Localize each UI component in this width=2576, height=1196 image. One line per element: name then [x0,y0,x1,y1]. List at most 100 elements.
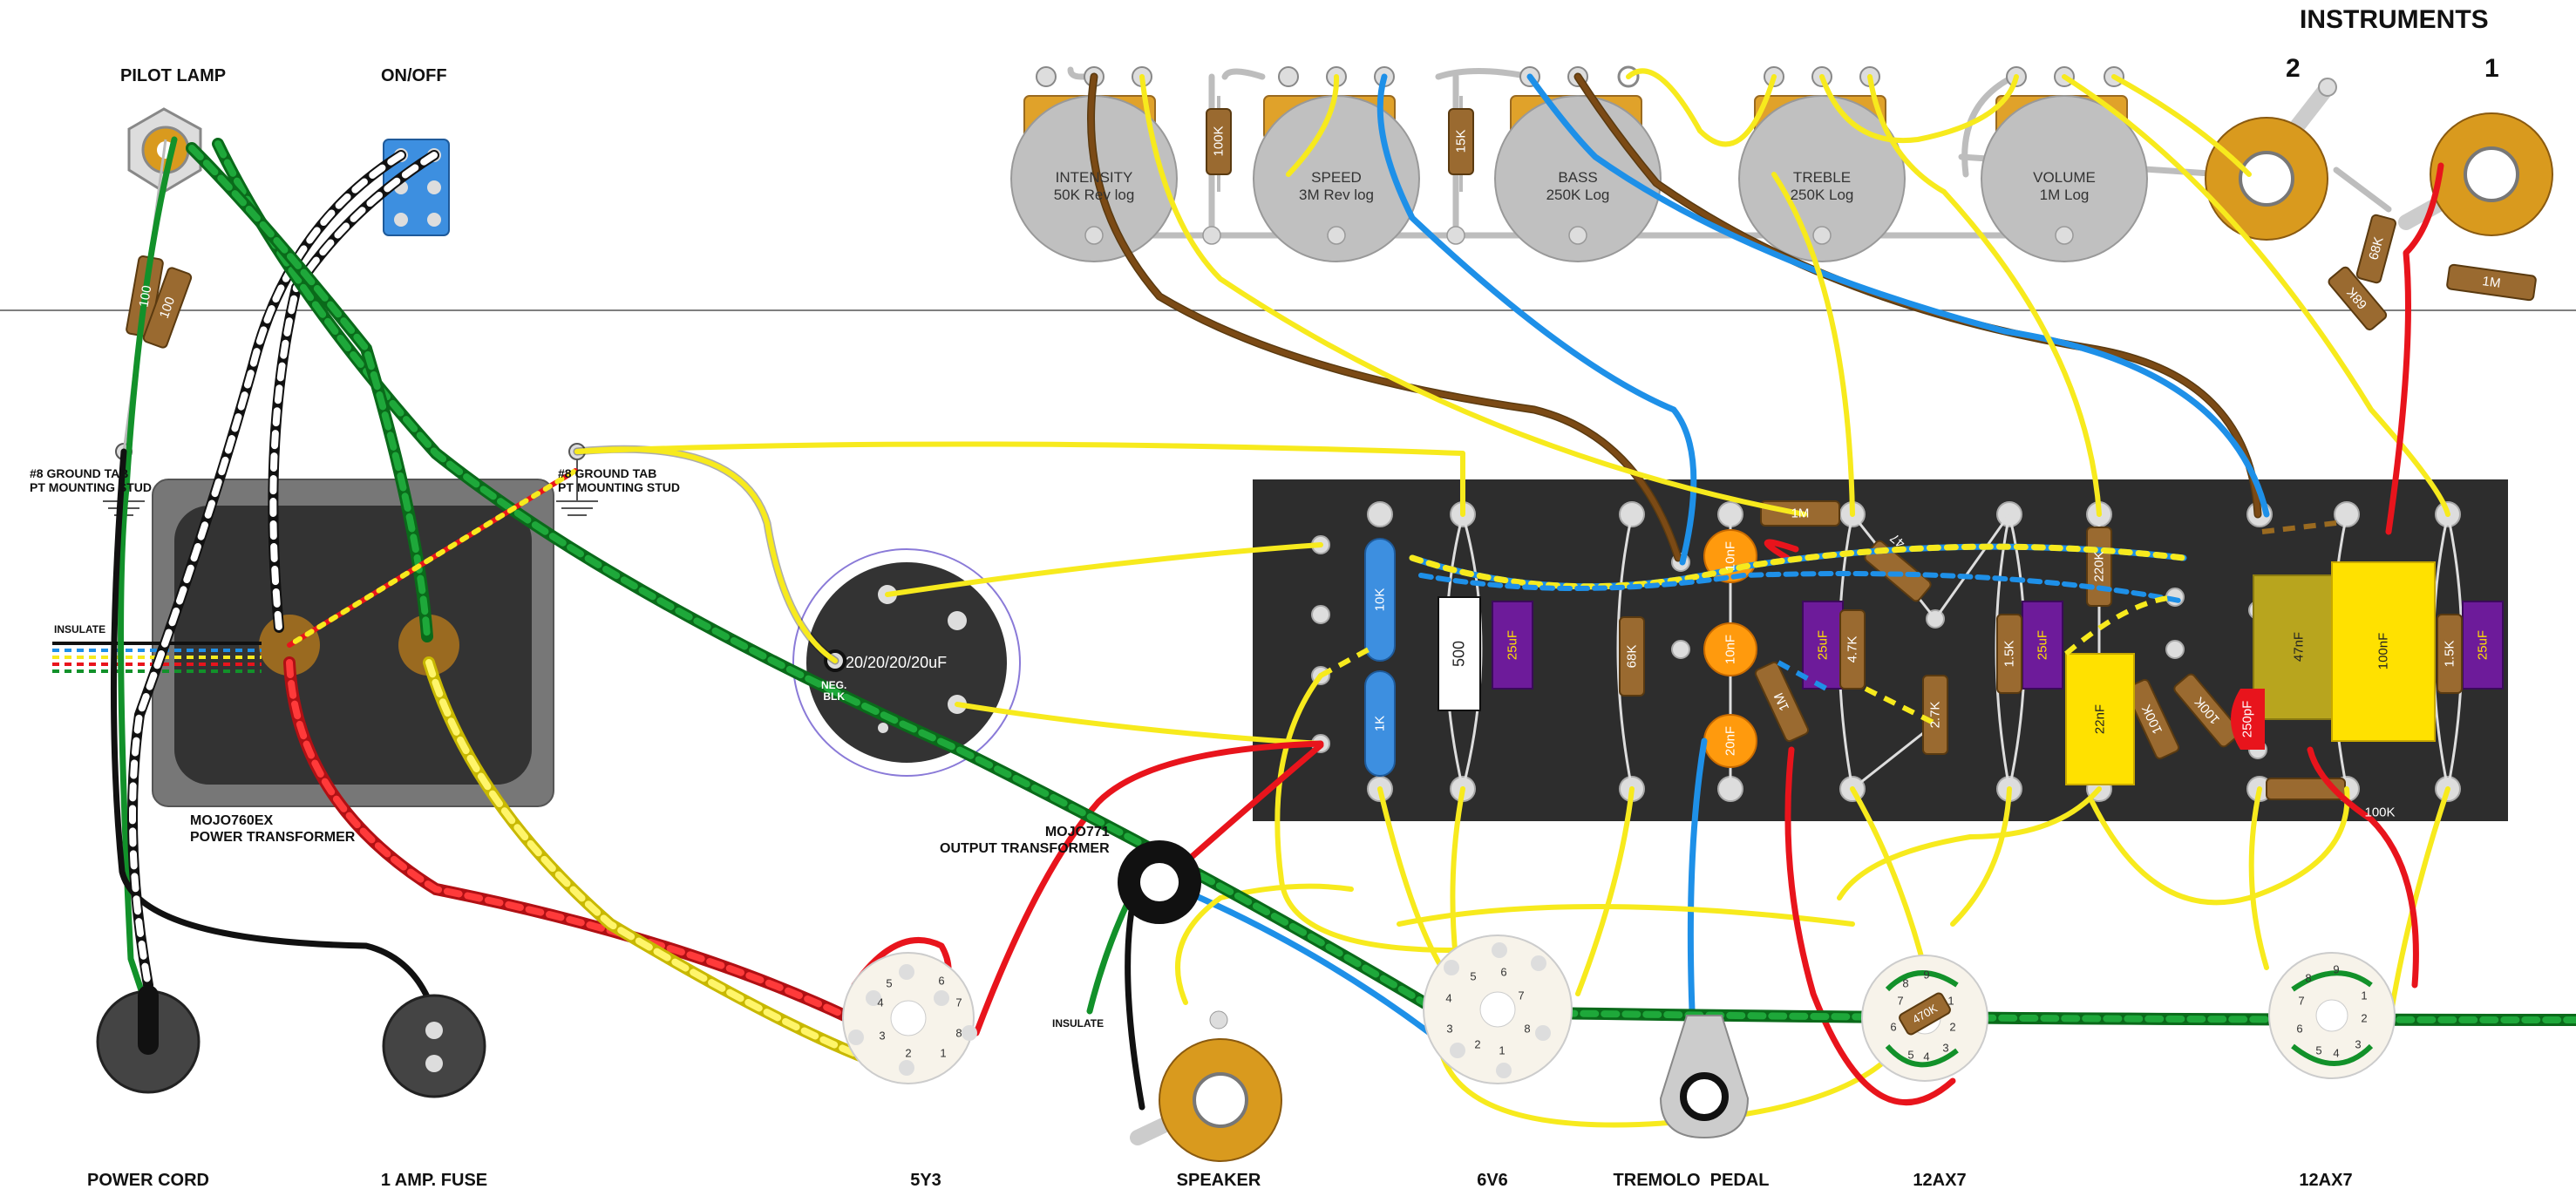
socket-6v6 [1423,934,1573,1084]
value-b-25uf-3: 25uF [2035,629,2050,661]
value-b-10k: 10K [1372,588,1388,612]
tremolo-pedal-label: TREMOLO PEDAL [1613,1171,1770,1190]
value-b-1m-top: 1M [1791,506,1810,521]
input-jack-1[interactable] [2398,112,2553,236]
value-pot-100k: 100K [1211,126,1227,157]
pin-12ax7a-1: 1 [1947,994,1954,1008]
input-2-label: 2 [2286,54,2301,83]
on-off-label: ON/OFF [381,66,447,85]
value-b-47k: 4.7K [1845,635,1860,663]
tube-12ax7-b-label: 12AX7 [2299,1171,2353,1190]
resistor-100k-pot [1206,96,1232,192]
pin-5y3-1: 1 [940,1046,947,1060]
insulate-ot-label: INSULATE [1052,1017,1104,1030]
pin-12ax7b-3: 3 [2355,1037,2362,1051]
tremolo-pedal-jack[interactable] [1659,1015,1750,1139]
value-b-15k-a: 1.5K [2002,640,2017,668]
power-cord-label: POWER CORD [87,1171,209,1190]
pot-volume-name: VOLUME [2033,169,2096,186]
resistor-15k-pot [1448,96,1474,192]
tube-6v6-label: 6V6 [1477,1171,1508,1190]
pin-5y3-3: 3 [879,1029,886,1043]
pin-12ax7b-9: 9 [2333,962,2340,976]
value-b-250pf: 250pF [2240,700,2255,738]
insulate-left-label: INSULATE [54,623,106,635]
value-b-10nf-1: 10nF [1723,540,1738,572]
pin-12ax7a-8: 8 [1902,976,1909,990]
value-b-25uf-4: 25uF [2475,629,2491,661]
pin-5y3-5: 5 [886,976,893,990]
pot-treble[interactable] [1738,66,1906,262]
pin-12ax7a-3: 3 [1942,1041,1949,1055]
ground-tab-right-label: #8 GROUND TAB PT MOUNTING STUD [558,466,680,494]
value-b-25uf-1: 25uF [1505,629,1520,661]
pin-12ax7b-1: 1 [2361,989,2368,1002]
fuse-holder [382,994,486,1098]
pin-6v6-3: 3 [1446,1022,1453,1036]
pin-12ax7b-4: 4 [2333,1046,2340,1060]
socket-5y3 [842,952,977,1084]
input-1-label: 1 [2484,54,2499,83]
wires [110,68,2450,1128]
value-b-15k-b: 1.5K [2442,640,2457,668]
pin-6v6-7: 7 [1518,989,1525,1002]
value-b-100k-c: 100K [2364,805,2396,820]
value-b-22nf: 22nF [2092,703,2108,735]
tube-socket-wires [1885,970,2374,1068]
pot-bass-name: BASS [1558,169,1598,186]
pin-12ax7a-7: 7 [1897,994,1904,1008]
pot-intensity-name: INTENSITY [1055,169,1133,186]
input-jack-2[interactable] [2205,78,2337,241]
pilot-lamp-label: PILOT LAMP [120,66,227,85]
pin-12ax7a-5: 5 [1907,1048,1914,1062]
pot-bus-wiring [1043,66,2392,239]
board-caps-purple [1492,601,2504,690]
pot-speed-name: SPEED [1311,169,1362,186]
pin-5y3-8: 8 [955,1026,962,1040]
pin-12ax7b-6: 6 [2296,1022,2303,1036]
pin-6v6-5: 5 [1470,969,1477,983]
input-resistors [2328,214,2537,331]
board-resistors-blue [1364,538,1396,777]
power-transformer-label: MOJO760EX POWER TRANSFORMER [190,813,356,845]
pin-6v6-2: 2 [1474,1037,1481,1051]
value-b-100nf: 100nF [2375,632,2391,670]
value-b-500: 500 [1450,640,1468,668]
pin-5y3-2: 2 [905,1046,912,1060]
pin-12ax7a-6: 6 [1890,1020,1897,1034]
value-b-1k: 1K [1372,715,1388,732]
pin-6v6-1: 1 [1499,1043,1505,1057]
pin-12ax7a-2: 2 [1949,1020,1956,1034]
value-b-220k: 220K [2091,551,2107,582]
tube-12ax7-a-label: 12AX7 [1913,1171,1967,1190]
tube-5y3-label: 5Y3 [910,1171,941,1190]
on-off-switch[interactable] [383,139,450,236]
pot-bass-value: 250K Log [1546,187,1610,203]
output-transformer [1118,840,1201,924]
power-cord [96,985,201,1094]
board-caps-orange [1703,529,1757,768]
output-transformer-label: MOJO771 OUTPUT TRANSFORMER [940,825,1110,856]
ground-tab-left-label: #8 GROUND TAB PT MOUNTING STUD [30,466,152,494]
pot-treble-name: TREBLE [1792,169,1852,186]
value-b-68k: 68K [1624,644,1640,669]
value-b-10nf-2: 10nF [1723,634,1738,665]
lamp-resistors [126,255,193,349]
pin-5y3-6: 6 [938,974,945,988]
resistor-470k-valve [1899,992,1951,1036]
filter-cap-label: 20/20/20/20uF [846,654,948,671]
value-b-25uf-2: 25uF [1815,629,1831,661]
dashed-wires [1319,520,2337,726]
pin-6v6-6: 6 [1500,965,1507,979]
value-pot-15k: 15K [1453,129,1469,153]
instruments-title: INSTRUMENTS [2300,5,2489,34]
pin-12ax7a-4: 4 [1923,1050,1930,1063]
pot-speed-value: 3M Rev log [1299,187,1374,203]
speaker-label: SPEAKER [1176,1171,1261,1190]
filter-capacitor-can [792,548,1021,777]
speaker-jack[interactable] [1130,1010,1282,1162]
